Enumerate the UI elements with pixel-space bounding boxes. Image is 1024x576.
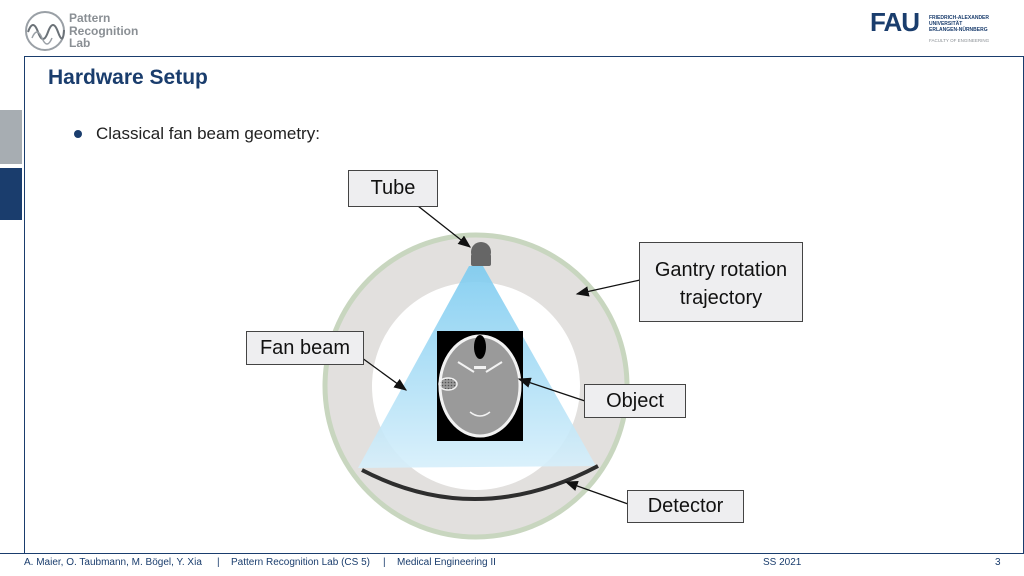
detector-label-text: Detector [647, 495, 724, 517]
fau-name-line: UNIVERSITÄT [929, 21, 963, 27]
fau-faculty: FACULTY OF ENGINEERING [929, 38, 990, 43]
fau-logo: FAU FRIEDRICH-ALEXANDER UNIVERSITÄT ERLA… [870, 8, 1000, 48]
fan-beam-label-text: Fan beam [259, 337, 351, 359]
bullet-icon [74, 130, 82, 138]
bullet-text: Classical fan beam geometry: [96, 124, 320, 143]
header-divider [24, 56, 1024, 57]
fau-mark: FAU [870, 7, 920, 37]
x-ray-tube-icon [471, 242, 491, 266]
gantry-label-line2: trajectory [679, 287, 763, 309]
detector-arc [361, 464, 599, 502]
lab-logo-line: Lab [69, 36, 91, 50]
fau-name-line: FRIEDRICH-ALEXANDER [929, 15, 989, 21]
lab-logo-line: Recognition [69, 23, 139, 38]
ct-object-image [437, 331, 523, 441]
side-navigation-tab-current[interactable] [0, 168, 22, 220]
tube-label: Tube [348, 170, 438, 207]
tube-arrow [417, 205, 472, 248]
footer-course: Medical Engineering II [397, 557, 496, 568]
object-label-text: Object [606, 390, 664, 412]
gantry-label-line1: Gantry rotation [654, 259, 788, 281]
footer-divider [0, 553, 1024, 554]
footer-separator: | [217, 557, 220, 568]
footer-term: SS 2021 [763, 557, 802, 568]
footer-separator: | [383, 557, 386, 568]
footer-page-number: 3 [995, 557, 1001, 568]
frame-left-border [24, 56, 25, 553]
gantry-arrow [575, 279, 641, 297]
fau-university-name: FRIEDRICH-ALEXANDER UNIVERSITÄT ERLANGEN… [929, 15, 989, 33]
gantry-rotation-label: Gantry rotation trajectory [639, 242, 803, 322]
fan-beam-label: Fan beam [246, 331, 364, 365]
object-arrow [517, 377, 586, 402]
slide-title: Hardware Setup [48, 66, 208, 89]
tube-label-text: Tube [370, 177, 416, 199]
fan-beam-arrow [357, 354, 408, 391]
fau-name-line: ERLANGEN-NÜRNBERG [929, 27, 988, 33]
footer-authors: A. Maier, O. Taubmann, M. Bögel, Y. Xia [24, 557, 202, 568]
pattern-recognition-lab-logo: Pattern Recognition Lab [24, 10, 154, 52]
object-label: Object [584, 384, 686, 418]
side-navigation-tab-previous[interactable] [0, 110, 22, 164]
lab-logo-icon [25, 11, 65, 51]
detector-label: Detector [627, 490, 744, 523]
detector-arrow [564, 481, 629, 505]
lab-logo-text: Pattern Recognition Lab [69, 12, 138, 50]
footer-lab: Pattern Recognition Lab (CS 5) [231, 557, 370, 568]
lab-logo-line: Pattern [69, 11, 111, 25]
